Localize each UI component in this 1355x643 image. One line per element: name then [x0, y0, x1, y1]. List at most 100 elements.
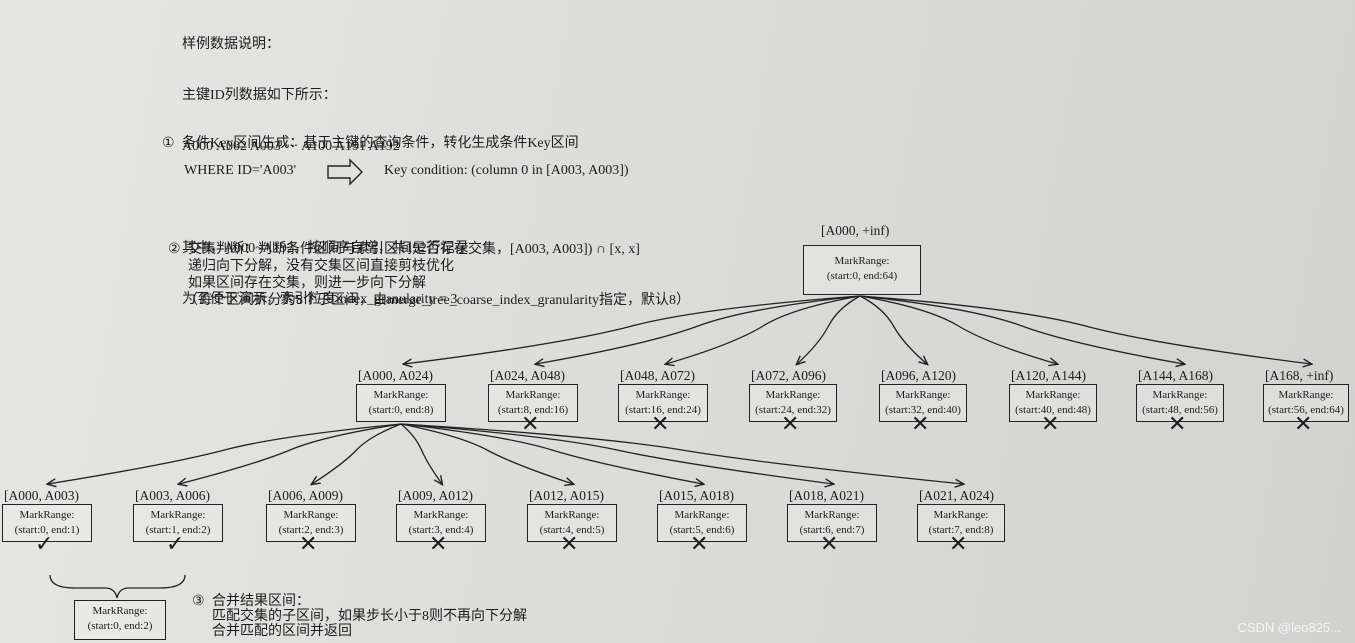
mark-range-box: MarkRange:(start:56, end:64)	[1263, 384, 1349, 422]
intro-line: 为了便于演示，索引粒度index_granularity = 3	[182, 292, 458, 307]
check-mark-icon: ✓	[166, 532, 185, 557]
cross-mark-icon: ✕	[1041, 412, 1060, 437]
mark-range-box: MarkRange: (start:0, end:1)	[2, 504, 92, 542]
node-label: [A144, A168)	[1138, 368, 1213, 383]
mark-range-box: MarkRange: (start:0, end:8)	[356, 384, 446, 422]
mark-range-title: MarkRange:	[19, 509, 75, 521]
cross-mark-icon: ✕	[651, 412, 670, 437]
mark-range-value: (start:5, end:6)	[669, 524, 735, 536]
mark-range-title: MarkRange:	[635, 389, 691, 401]
mark-range-value: (start:6, end:7)	[799, 524, 865, 536]
step-2-line: （每个区间拆分为8个子区间，由merge_tree_coarse_index_g…	[184, 293, 690, 308]
step-3-line: 匹配交集的子区间，如果步长小于8则不再向下分解	[212, 609, 527, 624]
mark-range-title: MarkRange:	[895, 389, 951, 401]
mark-range-title: MarkRange:	[544, 509, 600, 521]
step-2-line: 如果区间存在交集，则进一步向下分解	[188, 276, 426, 291]
mark-range-box: MarkRange:(start:24, end:32)	[749, 384, 837, 422]
node-label: [A000, A003)	[4, 488, 79, 503]
mark-range-box: MarkRange: (start:40, end:48)	[1009, 384, 1097, 422]
level1-to-level2-arrow	[48, 423, 402, 484]
watermark: CSDN @leo825...	[1237, 620, 1341, 635]
mark-range-title: MarkRange:	[413, 509, 469, 521]
intro-text: 样例数据说明： 主键ID列数据如下所示： A000 A002 A003 ··· …	[182, 2, 469, 325]
mark-range-value: (start:0, end:1)	[14, 524, 80, 536]
cross-mark-icon: ✕	[429, 532, 448, 557]
mark-range-title: MarkRange:	[150, 509, 206, 521]
step-3-line: 合并结果区间：	[212, 594, 310, 609]
cross-mark-icon: ✕	[820, 532, 839, 557]
step-1-text: 条件Key区间生成：基于主键的查询条件，转化生成条件Key区间	[182, 136, 579, 151]
mark-range-title: MarkRange:	[834, 255, 890, 267]
cross-mark-icon: ✕	[1294, 412, 1313, 437]
node-label: [A120, A144)	[1011, 368, 1086, 383]
node-label: [A021, A024)	[919, 488, 994, 503]
root-to-level1-arrow	[859, 295, 1184, 364]
node-label: [A048, A072)	[620, 368, 695, 383]
node-label: [A015, A018)	[659, 488, 734, 503]
node-label: [A012, A015)	[529, 488, 604, 503]
level1-to-level2-arrow	[400, 423, 963, 484]
intro-line: 样例数据说明：	[182, 37, 280, 52]
cross-mark-icon: ✕	[299, 532, 318, 557]
intro-line: A000 A002 A003 ··· A100 A191 A192	[182, 139, 400, 154]
cross-mark-icon: ✕	[521, 412, 540, 437]
mark-range-title: MarkRange:	[765, 389, 821, 401]
cross-mark-icon: ✕	[1168, 412, 1187, 437]
mark-range-value: (start:7, end:8)	[928, 524, 994, 536]
level1-to-level2-arrow	[400, 423, 573, 484]
cross-mark-icon: ✕	[911, 412, 930, 437]
mark-range-box: MarkRange: (start:6, end:7)	[787, 504, 877, 542]
node-label: [A018, A021)	[789, 488, 864, 503]
mark-range-box: MarkRange: (start:5, end:6)	[657, 504, 747, 542]
mark-range-value: (start:0, end:2)	[87, 620, 153, 632]
mark-range-value: (start:8, end:16)	[497, 404, 569, 416]
node-label: [A000, +inf)	[821, 223, 890, 238]
mark-range-box: MarkRange: (start:0, end:2)	[74, 600, 166, 640]
intro-line: 主键ID列数据如下所示：	[182, 88, 337, 103]
root-to-level1-arrow	[666, 295, 861, 364]
mark-range-title: MarkRange:	[804, 509, 860, 521]
mark-range-value: (start:0, end:64)	[826, 270, 898, 282]
mark-range-title: MarkRange:	[674, 509, 730, 521]
cross-mark-icon: ✕	[690, 532, 709, 557]
root-to-level1-arrow	[797, 295, 861, 364]
mark-range-value: (start:48, end:56)	[1142, 404, 1218, 416]
root-to-level1-arrow	[859, 295, 1057, 364]
root-to-level1-arrow	[859, 295, 927, 364]
mark-range-box: MarkRange:(start:48, end:56)	[1136, 384, 1224, 422]
mark-range-value: (start:3, end:4)	[408, 524, 474, 536]
node-label: [A006, A009)	[268, 488, 343, 503]
cross-mark-icon: ✕	[560, 532, 579, 557]
mark-range-box: MarkRange:(start:7, end:8)	[917, 504, 1005, 542]
mark-range-value: (start:40, end:48)	[1015, 404, 1091, 416]
step-1-number: ①	[162, 136, 175, 151]
level1-to-level2-arrow	[400, 423, 833, 484]
intro-line: 其中，A000~A192，按顺序自增，共192行记录	[182, 241, 469, 256]
mark-range-box: MarkRange:(start:8, end:16)	[488, 384, 578, 422]
mark-range-value: (start:2, end:3)	[278, 524, 344, 536]
where-clause: WHERE ID='A003'	[184, 163, 297, 178]
step-3-number: ③	[192, 594, 205, 609]
mark-range-box: MarkRange:(start:32, end:40)	[879, 384, 967, 422]
cross-mark-icon: ✕	[781, 412, 800, 437]
check-mark-icon: ✓	[35, 532, 54, 557]
mark-range-box: MarkRange: (start:4, end:5)	[527, 504, 617, 542]
mark-range-value: (start:56, end:64)	[1268, 404, 1344, 416]
mark-range-title: MarkRange:	[283, 509, 339, 521]
mark-range-value: (start:4, end:5)	[539, 524, 605, 536]
mark-range-title: MarkRange:	[373, 389, 429, 401]
merge-brace	[49, 574, 186, 599]
mark-range-box: MarkRange: (start:2, end:3)	[266, 504, 356, 542]
step-2-line: 递归向下分解，没有交集区间直接剪枝优化	[188, 259, 454, 274]
mark-range-title: MarkRange:	[1025, 389, 1081, 401]
step-2-line: 交集判断：判断条件区间与索引区间是否存在交集，[A003, A003]) ∩ […	[188, 242, 640, 257]
node-label: [A003, A006)	[135, 488, 210, 503]
cross-mark-icon: ✕	[949, 532, 968, 557]
intro-line	[182, 189, 469, 206]
level1-to-level2-arrow	[400, 423, 442, 484]
mark-range-value: (start:0, end:8)	[368, 404, 434, 416]
level1-to-level2-arrow	[312, 423, 402, 484]
root-to-level1-arrow	[859, 295, 1311, 364]
right-arrow-icon	[327, 158, 363, 186]
node-label: [A096, A120)	[881, 368, 956, 383]
